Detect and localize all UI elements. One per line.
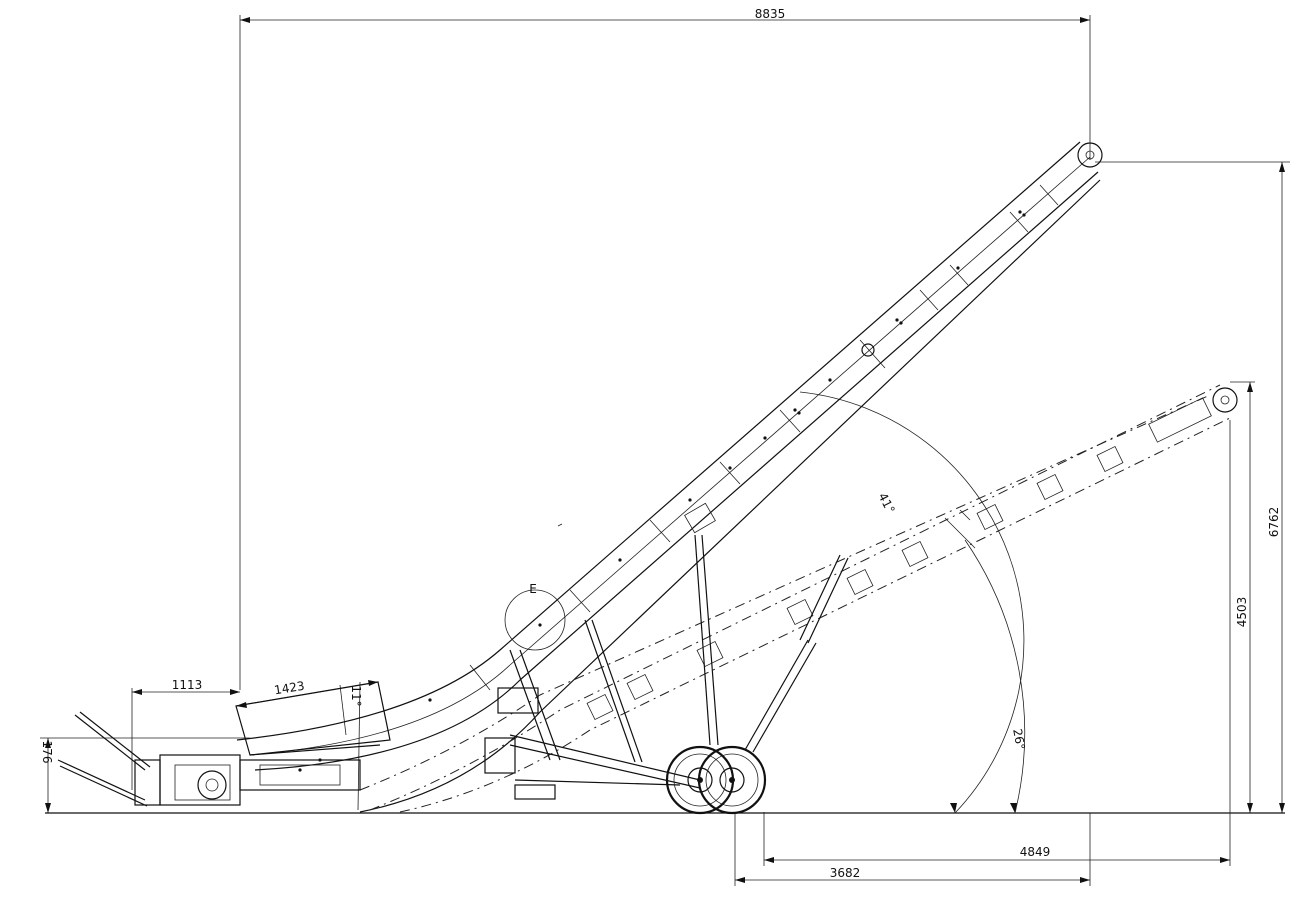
dim-1423-label: 1423: [273, 679, 305, 698]
dimension-lower-height: 4503: [1230, 381, 1255, 813]
dim-4503-label: 4503: [1235, 597, 1249, 628]
angle-41-label: 41°: [875, 491, 897, 516]
dimension-wheel-to-end: 3682: [734, 812, 1091, 886]
angle-26-label: 26°: [1010, 728, 1027, 751]
detail-marker-e: E: [504, 582, 566, 651]
dim-8835-label: 8835: [755, 7, 786, 21]
raised-frame-holes: [298, 210, 1026, 772]
dimension-max-height: 6762: [1095, 161, 1290, 813]
dimension-overall-length: 8835: [239, 7, 1091, 690]
conveyor-lowered-position: [359, 384, 1238, 813]
dim-1113-label: 1113: [172, 678, 203, 692]
dim-4849-label: 4849: [1020, 845, 1051, 859]
dim-6762-label: 6762: [1267, 507, 1281, 538]
dim-176-label: 176: [40, 741, 54, 764]
conveyor-raised-position: [236, 141, 1103, 813]
angle-arc-raised: 41°: [799, 391, 1025, 814]
wheel-right: [697, 745, 767, 815]
hopper-inlet: [57, 681, 391, 807]
detail-e-label: E: [529, 582, 537, 596]
dim-3682-label: 3682: [830, 866, 861, 880]
dimension-horizontal-reach: 4849: [763, 420, 1231, 866]
support-frame: [484, 502, 849, 800]
angle-11-label: 11°: [349, 685, 363, 706]
angle-arc-lowered: 26°: [964, 539, 1028, 814]
dimension-inlet-height: 176: [40, 737, 250, 813]
dimension-hopper-offset: 1113: [131, 678, 240, 790]
